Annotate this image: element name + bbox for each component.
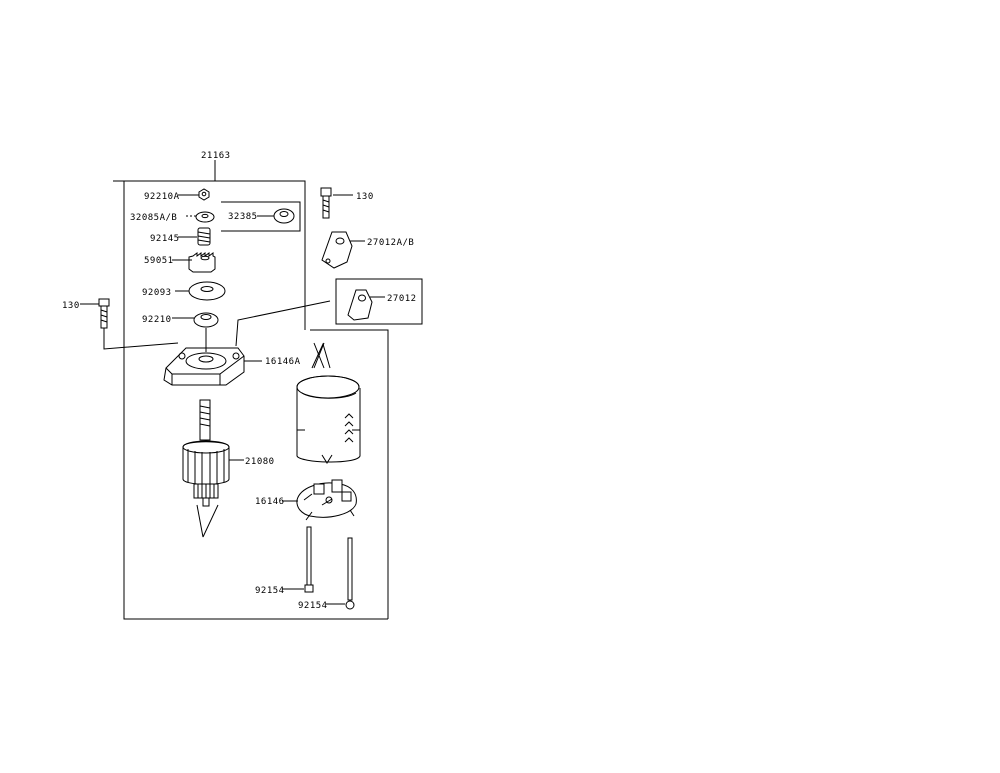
nut-92210A (198, 188, 210, 201)
label-27012: 27012 (387, 294, 417, 304)
washer-92093 (188, 281, 226, 301)
bolt-130-right (320, 187, 332, 219)
assembly-outline-right (310, 329, 389, 619)
armature-21080 (182, 399, 230, 538)
collar-32385 (273, 208, 295, 224)
box-32385 (221, 201, 301, 232)
label-16146A: 16146A (265, 357, 301, 367)
through-bolt-92154-b (345, 537, 355, 610)
washer-32085AB (195, 211, 215, 223)
label-59051: 59051 (144, 256, 174, 266)
label-92145: 92145 (150, 234, 180, 244)
bushing-92210 (193, 312, 219, 328)
assembly-part-label: 21163 (201, 151, 231, 161)
label-130-right: 130 (356, 192, 374, 202)
label-130-left: 130 (62, 301, 80, 311)
label-32085AB: 32085A/B (130, 213, 177, 223)
label-21080: 21080 (245, 457, 275, 467)
label-92154-b: 92154 (298, 601, 328, 611)
yoke-housing (296, 342, 361, 464)
label-92093: 92093 (142, 288, 172, 298)
label-92210: 92210 (142, 315, 172, 325)
label-92210A: 92210A (144, 192, 180, 202)
assembly-outline-left (123, 181, 388, 620)
pinion-gear-59051 (188, 252, 216, 273)
label-92154-a: 92154 (255, 586, 285, 596)
assembly-outline-top (113, 180, 306, 330)
label-27012AB: 27012A/B (367, 238, 414, 248)
bracket-27012AB (321, 231, 353, 269)
bracket-27012 (347, 289, 373, 321)
leader-130-left (103, 328, 179, 350)
label-16146: 16146 (255, 497, 285, 507)
label-32385: 32385 (228, 212, 258, 222)
brush-holder-16146 (296, 479, 357, 521)
spring-92145 (197, 227, 211, 246)
leader-27012-to-plate (235, 300, 331, 347)
end-cover-16146A (163, 347, 245, 386)
box-27012 (335, 278, 423, 325)
bolt-130-left (98, 298, 110, 329)
through-bolt-92154-a (304, 526, 314, 593)
